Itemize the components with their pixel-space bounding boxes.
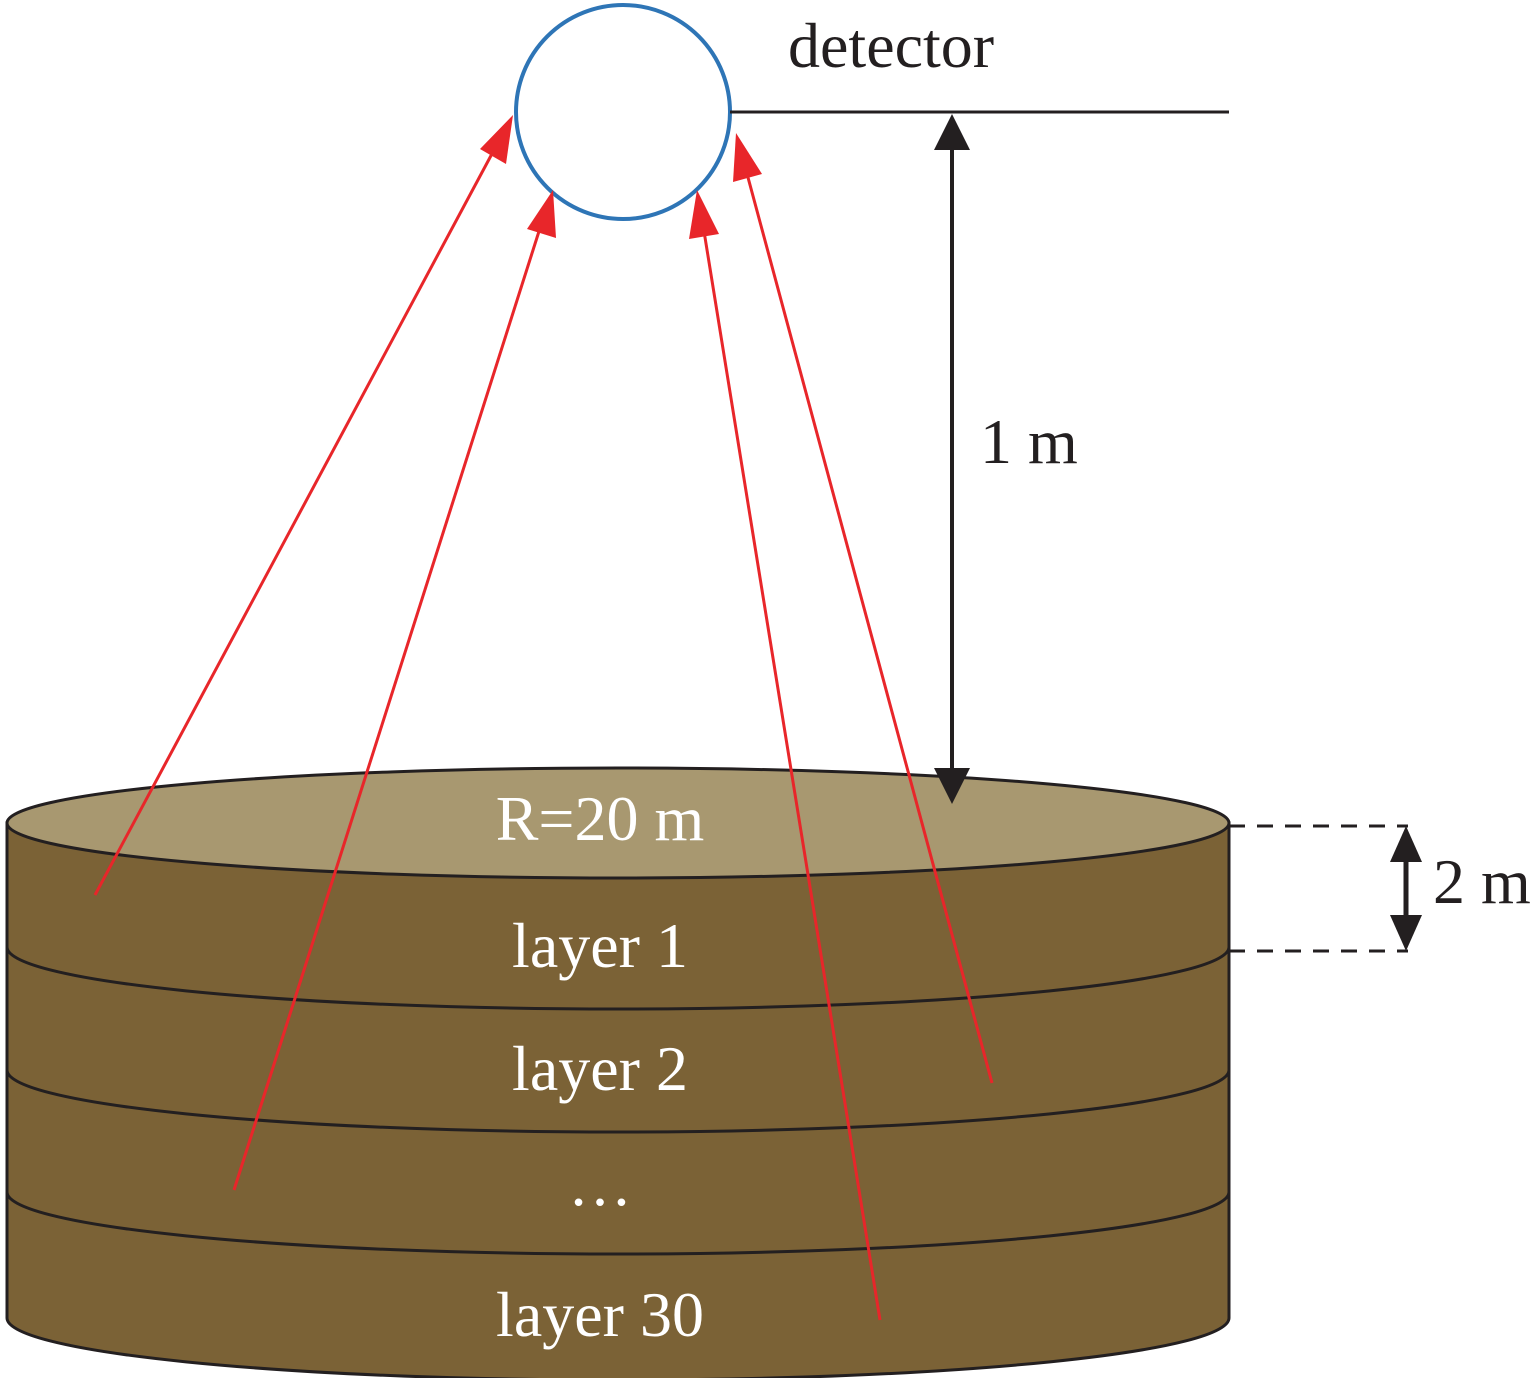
- gamma-ray-1-arrow-head: [480, 115, 513, 164]
- layer-label: layer 1: [512, 910, 688, 981]
- height-label: 1 m: [980, 406, 1078, 477]
- detector-icon: [514, 3, 732, 221]
- gamma-ray-3: [701, 224, 882, 1321]
- layer-label: layer 30: [496, 1279, 704, 1350]
- layer-thickness-arrow-head-bottom: [1390, 915, 1422, 951]
- gamma-ray-4-arrow-head: [733, 133, 762, 182]
- layer-label-ellipsis: …: [568, 1148, 632, 1219]
- gamma-ray-2-arrow-head: [527, 190, 556, 238]
- radius-label: R=20 m: [496, 783, 705, 854]
- layer-label: layer 2: [512, 1033, 688, 1104]
- layer-thickness-arrow-head-top: [1390, 826, 1422, 862]
- layer-boundary-1: [5, 946, 1231, 1011]
- layer-thickness-label: 2 m: [1433, 846, 1531, 917]
- layer-boundary-2: [5, 1069, 1231, 1134]
- height-arrow-head-bottom: [934, 768, 970, 804]
- height-arrow-head-top: [934, 114, 970, 150]
- gamma-ray-1: [93, 149, 496, 896]
- layer-boundary-3: [5, 1191, 1231, 1256]
- soil-top-surface: [5, 766, 1231, 880]
- gamma-ray-2: [232, 224, 543, 1191]
- detector-label: detector: [788, 10, 994, 81]
- soil-cylinder-body: [5, 821, 1231, 1378]
- gamma-ray-4: [744, 169, 994, 1084]
- gamma-ray-3-arrow-head: [689, 190, 719, 239]
